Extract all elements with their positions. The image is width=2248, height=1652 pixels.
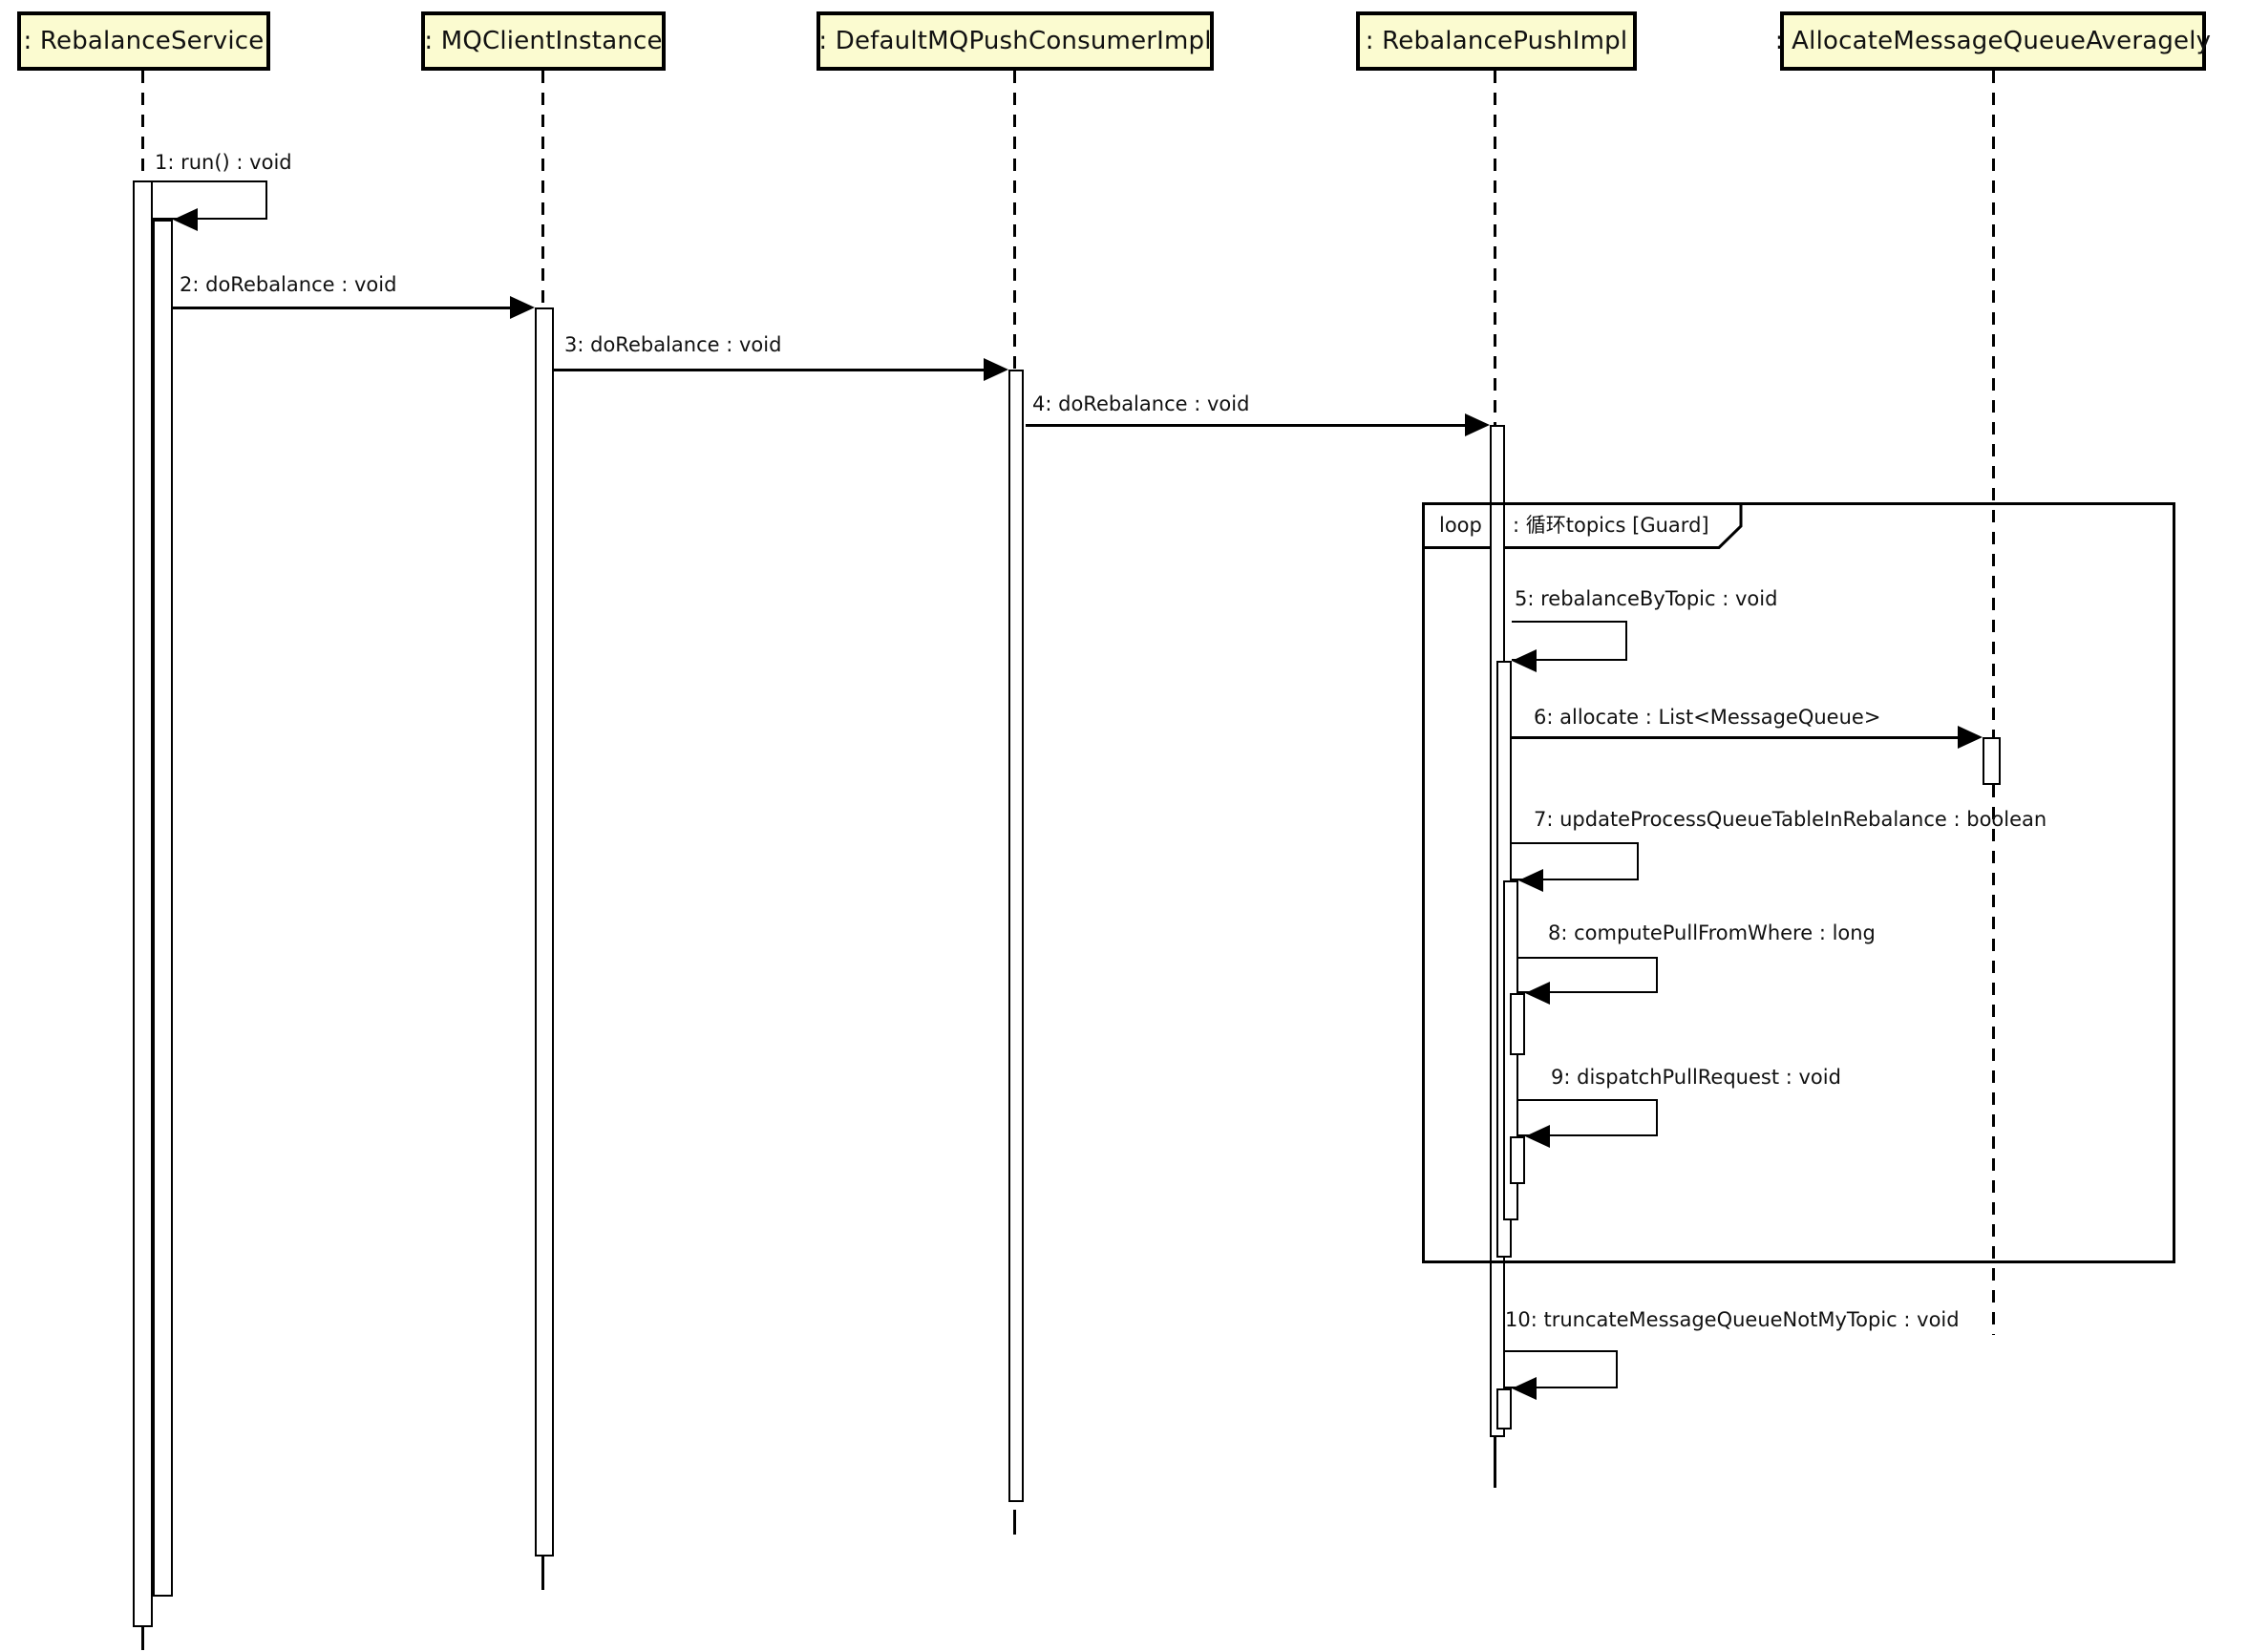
message-8-self-loop bbox=[1518, 957, 1658, 993]
activation-truncate-message-queue bbox=[1496, 1388, 1512, 1430]
participant-allocate-message-queue-averagely: : AllocateMessageQueueAveragely bbox=[1775, 11, 2211, 71]
message-8-label: 8: computePullFromWhere : long bbox=[1548, 921, 1876, 944]
message-10-label: 10: truncateMessageQueueNotMyTopic : voi… bbox=[1505, 1308, 1960, 1331]
lifeline-default-mqpush-consumer-impl bbox=[1013, 71, 1016, 370]
message-4-line bbox=[1026, 424, 1467, 427]
lifeline-stub-rebalance-service bbox=[141, 1627, 144, 1650]
message-10-arrowhead bbox=[1512, 1377, 1537, 1400]
message-7-label: 7: updateProcessQueueTableInRebalance : … bbox=[1534, 808, 2047, 831]
message-3-line bbox=[548, 369, 986, 371]
lifeline-allocate-message-queue-averagely bbox=[1992, 71, 1995, 737]
message-7-self-loop bbox=[1512, 842, 1639, 880]
activation-allocate bbox=[1983, 737, 2001, 785]
lifeline-stub-mqclient-instance bbox=[541, 1557, 544, 1590]
message-6-arrowhead bbox=[1958, 726, 1983, 749]
participant-label: : DefaultMQPushConsumerImpl bbox=[818, 27, 1212, 55]
lifeline-rebalance-service bbox=[141, 71, 144, 180]
participant-mqclient-instance: : MQClientInstance bbox=[421, 11, 666, 71]
message-9-self-loop bbox=[1518, 1099, 1658, 1136]
loop-condition-label: : 循环topics [Guard] bbox=[1513, 514, 1709, 537]
participant-label: : MQClientInstance bbox=[424, 27, 663, 55]
message-6-line bbox=[1512, 736, 1960, 739]
activation-compute-pull-from-where bbox=[1510, 993, 1525, 1055]
lifeline-allocate-message-queue-averagely-lower bbox=[1992, 785, 1995, 1335]
message-2-arrowhead bbox=[510, 296, 535, 319]
lifeline-rebalance-push-impl bbox=[1494, 71, 1496, 425]
message-9-arrowhead bbox=[1525, 1125, 1550, 1148]
message-4-label: 4: doRebalance : void bbox=[1032, 392, 1250, 415]
lifeline-stub-rebalance-push-impl bbox=[1494, 1437, 1496, 1488]
activation-rebalance-service-run bbox=[153, 220, 173, 1597]
message-5-arrowhead bbox=[1512, 649, 1537, 672]
lifeline-stub-default-mqpush-consumer-impl bbox=[1013, 1510, 1016, 1535]
message-5-self-loop bbox=[1512, 621, 1627, 661]
message-1-label: 1: run() : void bbox=[155, 151, 292, 174]
message-6-label: 6: allocate : List<MessageQueue> bbox=[1534, 706, 1881, 729]
message-3-label: 3: doRebalance : void bbox=[564, 333, 782, 356]
message-2-label: 2: doRebalance : void bbox=[180, 273, 397, 296]
participant-rebalance-service: : RebalanceService bbox=[17, 11, 270, 71]
message-1-self-loop bbox=[153, 180, 267, 220]
activation-default-mqpush-consumer-impl bbox=[1008, 370, 1024, 1502]
participant-rebalance-push-impl: : RebalancePushImpl bbox=[1356, 11, 1637, 71]
message-5-label: 5: rebalanceByTopic : void bbox=[1515, 587, 1778, 610]
message-4-arrowhead bbox=[1465, 413, 1490, 436]
message-9-label: 9: dispatchPullRequest : void bbox=[1551, 1066, 1841, 1089]
message-7-arrowhead bbox=[1518, 869, 1543, 892]
participant-default-mqpush-consumer-impl: : DefaultMQPushConsumerImpl bbox=[816, 11, 1214, 71]
participant-label: : AllocateMessageQueueAveragely bbox=[1774, 27, 2212, 55]
lifeline-mqclient-instance bbox=[541, 71, 544, 307]
activation-rebalance-service-outer bbox=[133, 180, 153, 1627]
message-1-arrowhead bbox=[173, 208, 198, 231]
message-8-arrowhead bbox=[1525, 982, 1550, 1005]
participant-label: : RebalanceService bbox=[23, 27, 265, 55]
participant-label: : RebalancePushImpl bbox=[1365, 27, 1628, 55]
loop-operator-label: loop bbox=[1439, 514, 1482, 537]
message-3-arrowhead bbox=[984, 358, 1008, 381]
activation-mqclient-instance bbox=[535, 307, 554, 1557]
activation-dispatch-pull-request bbox=[1510, 1136, 1525, 1184]
message-2-line bbox=[173, 307, 512, 309]
loop-fragment-frame bbox=[1422, 502, 2175, 1263]
message-10-self-loop bbox=[1505, 1350, 1618, 1388]
